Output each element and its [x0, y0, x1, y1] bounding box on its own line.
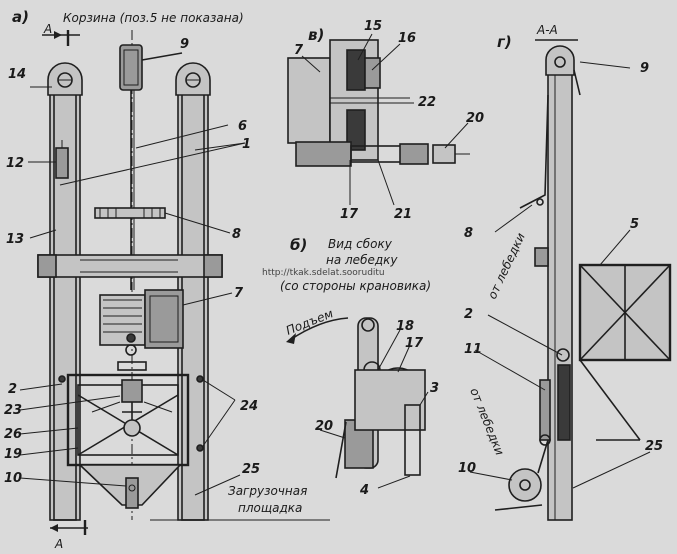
watermark: http://tkak.sdelat.sooruditu: [262, 268, 385, 278]
part-7v: 7: [294, 43, 304, 58]
loading-area-1: Загрузочная: [228, 484, 307, 498]
section-column: [547, 59, 573, 521]
detail-motor: [287, 57, 331, 144]
section-bottom-pulley: [508, 468, 542, 502]
part-10a: 10: [4, 471, 22, 486]
center-pulley-inner: [123, 49, 139, 86]
part-23: 23: [4, 403, 22, 418]
pulley-left-top: [47, 62, 83, 96]
section-label-bottom: А: [54, 537, 63, 551]
winch-motor: [144, 289, 184, 349]
view-a-title: Корзина (поз.5 не показана): [63, 11, 244, 25]
part-5: 5: [630, 217, 639, 232]
part-10g: 10: [458, 461, 476, 476]
horizontal-beam: [37, 254, 223, 278]
section-guide: [557, 364, 571, 441]
view-a-front: [19, 30, 330, 535]
part-1: 1: [242, 137, 251, 152]
part-19: 19: [4, 447, 22, 462]
part-26: 26: [4, 427, 22, 442]
cross-rod: [94, 207, 166, 219]
loading-area-2: площадка: [238, 501, 302, 515]
view-b-title-1: Вид сбоку: [328, 237, 393, 251]
section-top-pulley: [545, 45, 575, 76]
part-22: 22: [418, 95, 436, 110]
part-21: 21: [394, 207, 412, 222]
part-17b: 17: [405, 336, 424, 351]
view-g-section: А-А: [536, 23, 558, 37]
detail-shaft: [295, 141, 352, 167]
part-16: 16: [398, 31, 416, 46]
part-24: 24: [240, 399, 258, 414]
view-a-letter: а): [12, 8, 29, 26]
view-v-winch-detail: [287, 33, 470, 206]
part-9a: 9: [180, 37, 189, 52]
part-8g: 8: [464, 226, 473, 241]
part-2g: 2: [464, 307, 473, 322]
part-12: 12: [6, 156, 24, 171]
side-frame: [354, 369, 426, 431]
center-pulley: [119, 44, 143, 91]
part-25g: 25: [645, 439, 663, 454]
from-winch-top: от лебедки: [485, 231, 528, 302]
section-arrow-top: [54, 31, 62, 39]
part-9g: 9: [640, 61, 649, 76]
part-13: 13: [6, 232, 24, 247]
part-7a: 7: [234, 286, 244, 301]
part-25a: 25: [242, 462, 260, 477]
view-g-letter: г): [497, 33, 512, 51]
winch-drum: [99, 294, 146, 346]
part-6: 6: [238, 119, 247, 134]
view-b-letter: б): [290, 236, 307, 254]
part-15: 15: [364, 19, 382, 34]
detail-coupling: [399, 143, 429, 165]
part-8a: 8: [232, 227, 241, 242]
view-b-title-3: (со стороны крановика): [280, 279, 431, 293]
part-14: 14: [8, 67, 26, 82]
pulley-right-top: [175, 62, 211, 96]
part-20b: 20: [315, 419, 333, 434]
section-label-top: А: [43, 22, 52, 36]
part-2a: 2: [8, 382, 17, 397]
part-20v: 20: [466, 111, 484, 126]
limit-switch: [55, 147, 69, 179]
part-11: 11: [464, 342, 482, 357]
view-b-side: [286, 317, 429, 489]
section-rope: [519, 94, 549, 209]
hook-block: [121, 379, 143, 403]
hopper-valve: [125, 477, 139, 509]
view-b-title-2: на лебедку: [326, 253, 398, 267]
from-winch-bottom: от лебедки: [467, 386, 507, 458]
lift-label: Подъем: [284, 306, 335, 338]
part-18: 18: [396, 319, 414, 334]
part-4: 4: [359, 483, 369, 498]
part-3: 3: [430, 381, 439, 396]
view-v-letter: в): [308, 26, 324, 44]
part-17v: 17: [340, 207, 359, 222]
view-g-section: [469, 39, 672, 521]
